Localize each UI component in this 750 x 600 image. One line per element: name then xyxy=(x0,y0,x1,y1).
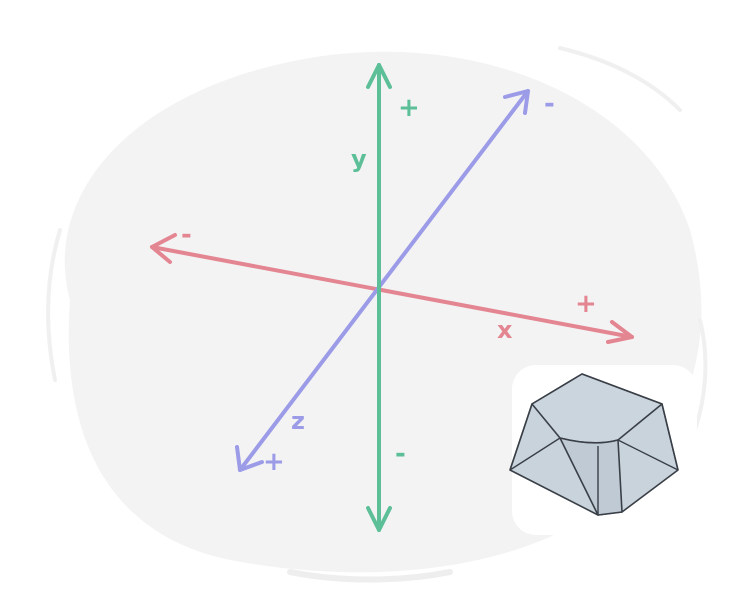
y-axis-negative-arrowhead xyxy=(366,506,392,532)
keycap-front-face xyxy=(559,437,623,516)
x-axis-positive-arrowhead xyxy=(606,320,634,344)
z-axis-positive-arrowhead xyxy=(235,445,264,472)
blob-sketch-stroke xyxy=(46,228,62,382)
blob-sketch-stroke xyxy=(287,569,453,583)
keycap-edge xyxy=(509,437,561,471)
y-axis-name: y xyxy=(351,145,367,173)
x-axis-name: x xyxy=(497,316,513,344)
x-axis-negative-arrowhead xyxy=(150,233,177,264)
z-axis: - + z xyxy=(235,89,555,477)
y-axis-negative-label: - xyxy=(395,439,406,469)
z-axis-positive-label: + xyxy=(263,447,285,477)
keycap-edge xyxy=(661,403,679,471)
x-axis-positive-label: + xyxy=(575,289,597,319)
x-axis: - + x xyxy=(150,220,634,344)
blob-sketch-stroke xyxy=(693,318,708,432)
z-axis-negative-label: - xyxy=(544,89,555,119)
z-axis-line xyxy=(238,89,530,472)
keycap-edge xyxy=(509,403,533,471)
y-axis-positive-label: + xyxy=(398,93,420,123)
y-axis: + - y xyxy=(351,63,420,532)
z-axis-negative-arrowhead xyxy=(503,89,530,115)
x-axis-line xyxy=(150,245,634,339)
z-axis-name: z xyxy=(291,407,305,435)
keycap-edge xyxy=(617,439,679,471)
keycap-icon xyxy=(509,365,697,535)
blob-sketch-stroke xyxy=(558,46,682,112)
x-axis-negative-label: - xyxy=(181,220,192,250)
y-axis-positive-arrowhead xyxy=(366,63,392,89)
